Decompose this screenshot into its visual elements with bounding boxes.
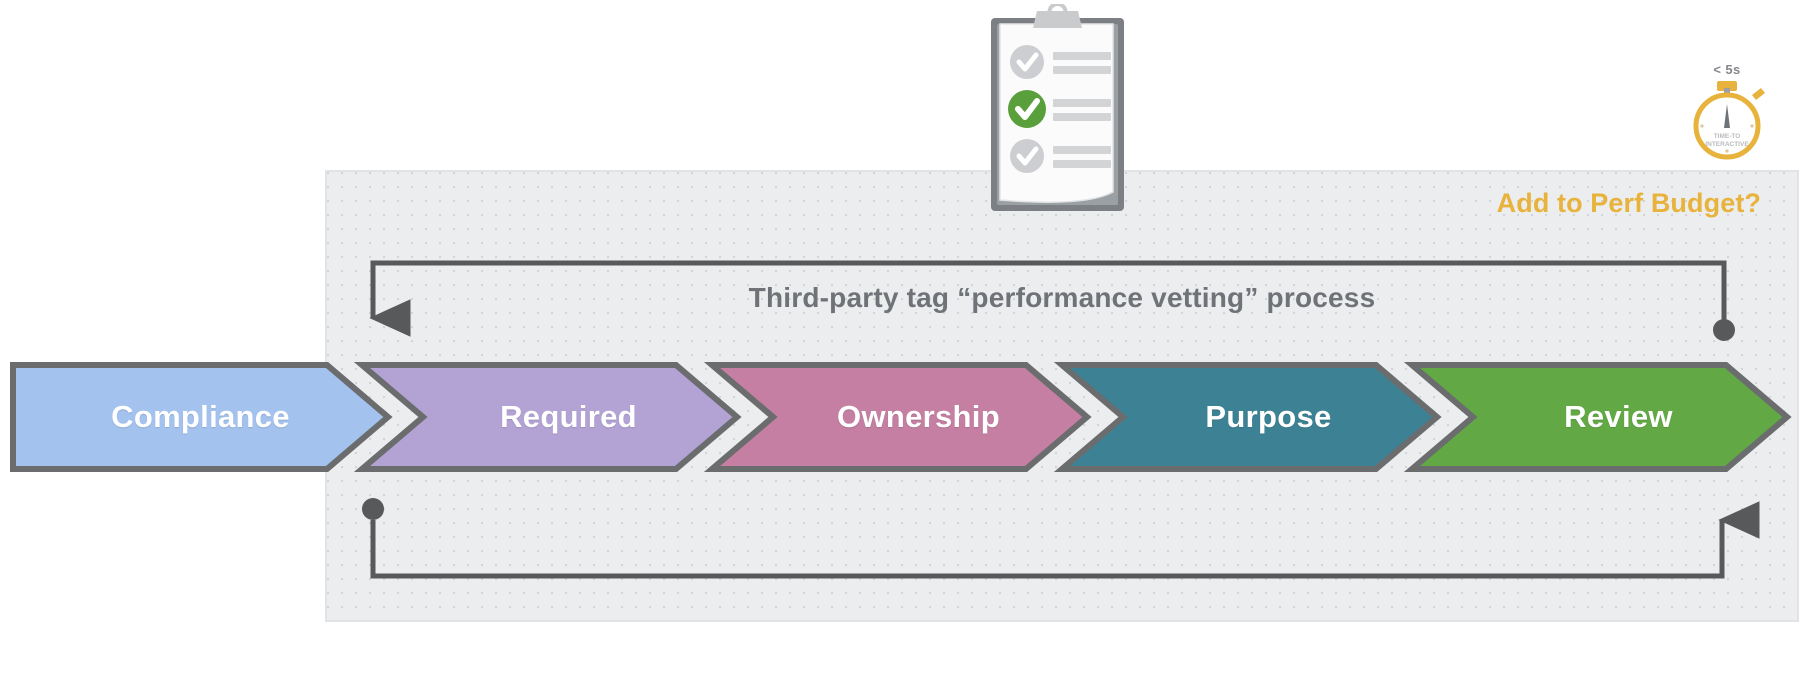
clipboard-check-1 [1010, 45, 1044, 79]
step-label-ownership[interactable]: Ownership [837, 399, 1000, 434]
clipboard-check-2 [1008, 90, 1046, 128]
stopwatch-dial-line-1: TIME-TO [1714, 133, 1741, 140]
step-shape-review[interactable] [1403, 362, 1792, 472]
step-shape-ownership[interactable] [703, 362, 1092, 472]
clipboard-check-3 [1010, 139, 1044, 173]
process-title: Third-party tag “performance vetting” pr… [748, 282, 1376, 313]
step-shape-compliance[interactable] [10, 362, 393, 472]
clipboard-checklist-icon [991, 4, 1124, 211]
step-label-required[interactable]: Required [500, 399, 637, 434]
step-label-purpose[interactable]: Purpose [1205, 399, 1332, 434]
step-label-compliance[interactable]: Compliance [111, 399, 290, 434]
step-label-review[interactable]: Review [1564, 399, 1673, 434]
stopwatch-dial-line-2: INTERACTIVE [1705, 141, 1749, 148]
stopwatch-glyph: TIME-TO INTERACTIVE [1693, 81, 1765, 160]
step-shape-purpose[interactable] [1053, 362, 1442, 472]
stopwatch-caption: < 5s [1713, 62, 1741, 77]
process-step-shapes [10, 362, 1792, 472]
perf-budget-label: Add to Perf Budget? [1496, 188, 1761, 218]
stopwatch-icon: < 5s TIME-TO INTERACTIVE [1672, 62, 1782, 167]
step-shape-required[interactable] [353, 362, 742, 472]
process-step-flow: Compliance Required Ownership Purpose Re… [0, 356, 1810, 478]
